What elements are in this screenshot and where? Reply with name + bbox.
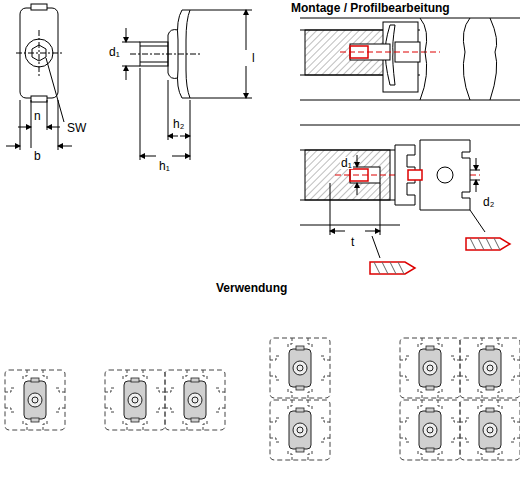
section-heading: Montage / Profilbearbeitung xyxy=(290,2,451,14)
dimension-label: SW xyxy=(66,122,87,134)
dimension-label: t xyxy=(350,236,355,248)
dimension-label: h₁ xyxy=(158,160,171,172)
dimension-label: n xyxy=(33,110,42,122)
section-heading: Verwendung xyxy=(215,282,288,294)
dimension-label: d₁ xyxy=(340,157,353,169)
dimension-label: l xyxy=(251,52,256,64)
dimension-label: d₁ xyxy=(108,46,121,58)
dimension-label: h₂ xyxy=(172,118,185,130)
dimension-label: b xyxy=(33,150,42,162)
dimension-label: d₂ xyxy=(482,196,495,208)
